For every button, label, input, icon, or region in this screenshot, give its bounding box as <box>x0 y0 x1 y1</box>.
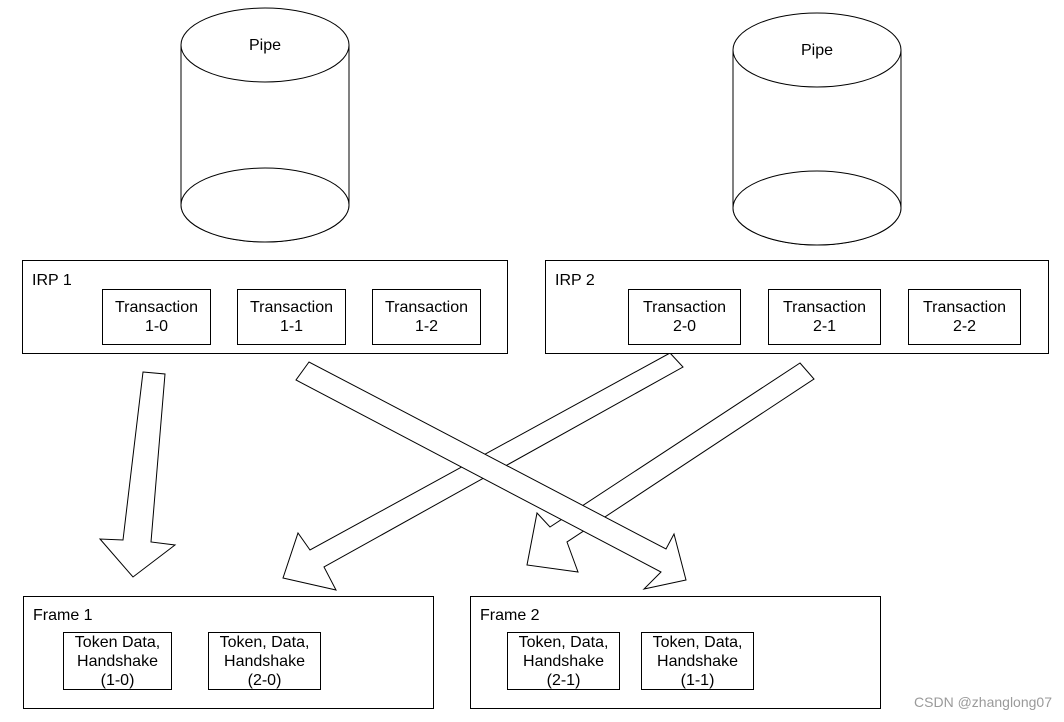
transaction-1-0: Transaction 1-0 <box>102 289 211 345</box>
transaction-1-0-line2: 1-0 <box>144 318 169 335</box>
irp-2-title: IRP 2 <box>555 272 595 289</box>
frame-2-item-1-1-line2: Handshake <box>657 652 738 670</box>
transaction-1-1: Transaction 1-1 <box>237 289 346 345</box>
transaction-1-0-line1: Transaction <box>115 299 198 316</box>
frame-2-item-2-1-line3: (2-1) <box>546 671 581 689</box>
transaction-2-2-line2: 2-2 <box>952 318 977 335</box>
transaction-1-2: Transaction 1-2 <box>372 289 481 345</box>
frame-1-item-2-0-line2: Handshake <box>224 652 305 670</box>
frame-1-title: Frame 1 <box>33 607 93 624</box>
frame-1-item-2-0-line3: (2-0) <box>247 671 282 689</box>
frame-2-item-2-1-line1: Token, Data, <box>518 633 609 651</box>
frame-1-item-2-0-line1: Token, Data, <box>219 633 310 651</box>
frame-2-item-2-1-line2: Handshake <box>523 652 604 670</box>
arrow-irp1-to-frame1 <box>98 371 177 578</box>
frame-2-title: Frame 2 <box>480 607 540 624</box>
frame-1-item-1-0-line1: Token Data, <box>74 633 161 651</box>
transaction-2-0-line1: Transaction <box>643 299 726 316</box>
frame-2-item-2-1: Token, Data, Handshake (2-1) <box>507 632 620 690</box>
transaction-2-1-line2: 2-1 <box>812 318 837 335</box>
pipe-2-cylinder <box>732 12 902 246</box>
frame-1-item-1-0: Token Data, Handshake (1-0) <box>63 632 172 690</box>
transaction-2-2: Transaction 2-2 <box>908 289 1021 345</box>
frame-2-item-1-1-line1: Token, Data, <box>652 633 743 651</box>
watermark-text: CSDN @zhanglong07 <box>914 694 1052 710</box>
transaction-1-1-line1: Transaction <box>250 299 333 316</box>
transaction-2-2-line1: Transaction <box>923 299 1006 316</box>
frame-2-item-1-1: Token, Data, Handshake (1-1) <box>641 632 754 690</box>
transaction-2-1: Transaction 2-1 <box>768 289 881 345</box>
frame-1-item-2-0: Token, Data, Handshake (2-0) <box>208 632 321 690</box>
transaction-1-2-line1: Transaction <box>385 299 468 316</box>
frame-1-item-1-0-line2: Handshake <box>77 652 158 670</box>
frame-2-item-1-1-line3: (1-1) <box>680 671 715 689</box>
transaction-1-2-line2: 1-2 <box>414 318 439 335</box>
irp-1-title: IRP 1 <box>32 272 72 289</box>
frame-1-item-1-0-line3: (1-0) <box>100 671 135 689</box>
transaction-2-1-line1: Transaction <box>783 299 866 316</box>
transaction-2-0-line2: 2-0 <box>672 318 697 335</box>
pipe-2-label: Pipe <box>800 42 834 59</box>
arrow-irp1-to-frame2 <box>295 361 687 590</box>
transaction-1-1-line2: 1-1 <box>279 318 304 335</box>
transaction-2-0: Transaction 2-0 <box>628 289 741 345</box>
pipe-1-label: Pipe <box>248 37 282 54</box>
pipe-1-cylinder <box>180 7 350 243</box>
